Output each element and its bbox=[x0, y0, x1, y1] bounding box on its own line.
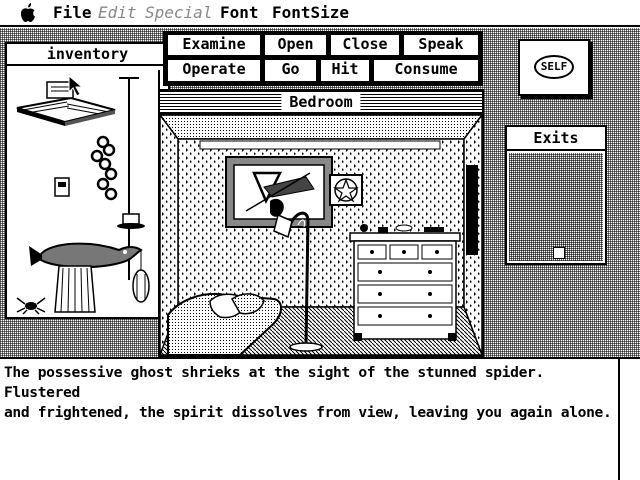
fish-icon[interactable] bbox=[29, 242, 143, 269]
inventory-contents bbox=[11, 70, 160, 315]
inventory-items-illustration bbox=[16, 74, 150, 315]
exit-door-icon[interactable] bbox=[553, 247, 565, 259]
open-button[interactable]: Open bbox=[264, 34, 327, 56]
card-icon[interactable] bbox=[54, 177, 70, 197]
apple-menu-icon[interactable] bbox=[18, 2, 38, 24]
narration-window: The possessive ghost shrieks at the sigh… bbox=[0, 357, 640, 480]
command-panel: Examine Open Close Speak Operate Go Hit … bbox=[163, 31, 483, 86]
self-window[interactable]: SELF bbox=[518, 39, 590, 96]
tassel-icon[interactable] bbox=[132, 250, 150, 303]
narration-scrollbar[interactable] bbox=[618, 359, 640, 480]
arrow-cursor-icon bbox=[68, 74, 84, 97]
dresser[interactable] bbox=[349, 224, 461, 341]
note-icon[interactable] bbox=[46, 81, 74, 99]
menu-bar: File Edit Special Font FontSize bbox=[0, 0, 640, 27]
inventory-title[interactable]: inventory bbox=[7, 44, 168, 66]
scene-title-bar[interactable]: Bedroom bbox=[160, 91, 482, 115]
go-button[interactable]: Go bbox=[264, 59, 317, 82]
menu-file[interactable]: File bbox=[53, 3, 92, 22]
speak-button[interactable]: Speak bbox=[403, 34, 479, 56]
scene-view[interactable] bbox=[158, 112, 484, 356]
broom-icon[interactable] bbox=[54, 265, 96, 313]
floor-lamp[interactable] bbox=[270, 198, 323, 352]
menu-edit[interactable]: Edit bbox=[98, 3, 137, 22]
bed[interactable] bbox=[167, 293, 282, 356]
menu-fontsize[interactable]: FontSize bbox=[272, 3, 350, 22]
self-icon[interactable]: SELF bbox=[534, 55, 574, 79]
inventory-window[interactable]: inventory bbox=[5, 42, 170, 319]
scene-window[interactable]: Bedroom bbox=[158, 89, 484, 357]
hit-button[interactable]: Hit bbox=[320, 59, 370, 82]
pentagram-frame[interactable] bbox=[329, 174, 363, 206]
menu-special[interactable]: Special bbox=[145, 3, 213, 22]
scene-title: Bedroom bbox=[281, 93, 361, 111]
narration-text: The possessive ghost shrieks at the sigh… bbox=[4, 364, 612, 421]
operate-button[interactable]: Operate bbox=[167, 59, 261, 82]
hat-icon[interactable] bbox=[117, 213, 145, 229]
exits-map bbox=[509, 153, 603, 261]
spider-icon[interactable] bbox=[16, 297, 46, 315]
bedroom-illustration[interactable] bbox=[158, 112, 484, 356]
exits-title[interactable]: Exits bbox=[507, 127, 605, 151]
chain-icon[interactable] bbox=[90, 135, 118, 201]
consume-button[interactable]: Consume bbox=[373, 59, 479, 82]
exits-window[interactable]: Exits bbox=[505, 125, 607, 265]
close-button[interactable]: Close bbox=[330, 34, 400, 56]
examine-button[interactable]: Examine bbox=[167, 34, 261, 56]
menu-font[interactable]: Font bbox=[220, 3, 259, 22]
book-icon[interactable] bbox=[16, 96, 116, 126]
